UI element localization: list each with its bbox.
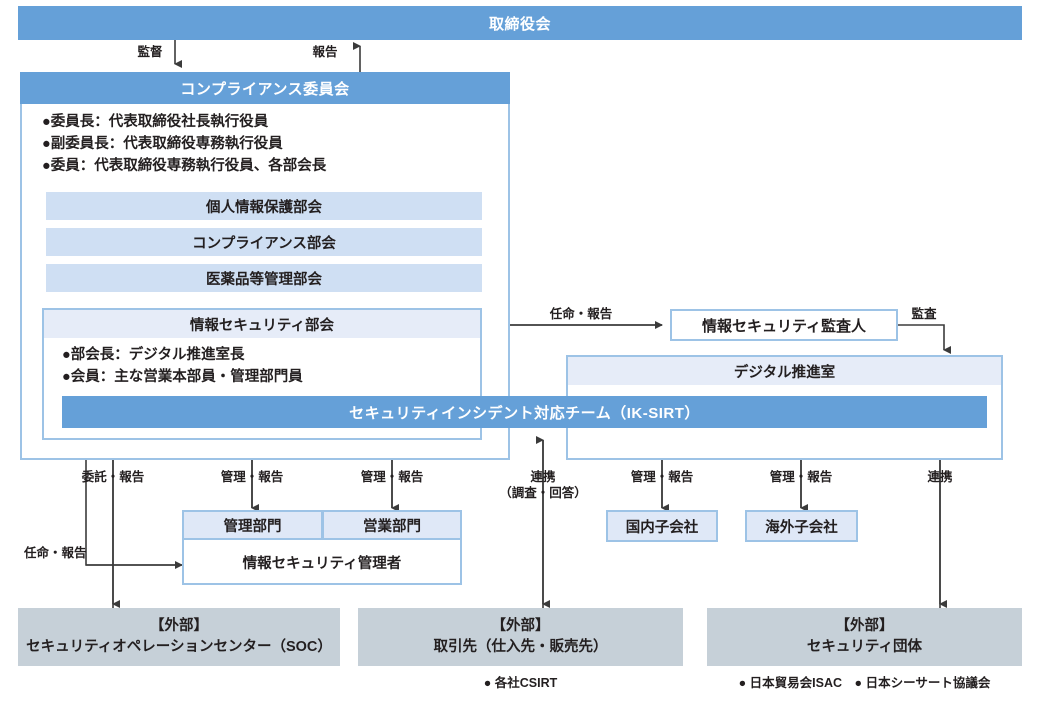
infosec-subcommittee-header: 情報セキュリティ部会 [44, 310, 480, 338]
infosec-manager-label: 情報セキュリティ管理者 [242, 556, 402, 572]
edge-label-appoint-report-2: 任命・報告 [24, 546, 87, 560]
compliance-committee-members: ●委員長：代表取締役社長執行役員 ●副委員長：代表取締役専務執行役員 ●委員：代… [42, 112, 482, 177]
infosec-members: ●部会長：デジタル推進室長 ●会員：主な営業本部員・管理部門員 [62, 345, 472, 389]
edge-label-report: 報告 [312, 45, 338, 59]
infosec-auditor-box: 情報セキュリティ監査人 [670, 309, 898, 341]
external-security-org-note: ● 日本貿易会ISAC ● 日本シーサート協議会 [738, 676, 991, 690]
department-admin-box: 管理部門 [182, 510, 323, 540]
subcommittee-compliance: コンプライアンス部会 [46, 228, 482, 256]
digital-office-header: デジタル推進室 [568, 357, 1001, 385]
subsidiary-overseas-box: 海外子会社 [745, 510, 858, 542]
cooperate-line-1: 連携 [530, 470, 556, 484]
department-sales-box: 営業部門 [322, 510, 462, 540]
edge-label-audit: 監査 [911, 307, 937, 321]
external-soc-box: 【外部】 セキュリティオペレーションセンター（SOC） [18, 608, 340, 666]
edge-label-cooperate: 連携 [927, 470, 953, 484]
board-of-directors-box: 取締役会 [18, 6, 1022, 40]
edge-label-manage-report-2: 管理・報告 [360, 470, 424, 484]
external-partner-note: ● 各社CSIRT [483, 676, 558, 690]
external-partner-box: 【外部】 取引先（仕入先・販売先） [358, 608, 683, 666]
edge-label-cooperate-investigate: 連携 （調査・回答） [493, 470, 593, 501]
external-soc-name: セキュリティオペレーションセンター（SOC） [26, 639, 332, 655]
infosec-member-line-1: ●部会長：デジタル推進室長 [62, 347, 245, 363]
edge-label-manage-report-3: 管理・報告 [630, 470, 694, 484]
edge-label-manage-report-4: 管理・報告 [769, 470, 833, 484]
member-line-3: ●委員：代表取締役専務執行役員、各部会長 [42, 157, 327, 174]
external-partner-tag: 【外部】 [491, 617, 550, 634]
member-line-2: ●副委員長：代表取締役専務執行役員 [42, 135, 283, 152]
subsidiary-domestic-box: 国内子会社 [606, 510, 718, 542]
cooperate-line-2: （調査・回答） [499, 485, 587, 500]
external-soc-tag: 【外部】 [150, 617, 208, 634]
edge-label-supervise: 監督 [137, 45, 163, 59]
ik-sirt-bar: セキュリティインシデント対応チーム（IK-SIRT） [62, 396, 987, 428]
edge-label-manage-report-1: 管理・報告 [220, 470, 284, 484]
external-security-org-box: 【外部】 セキュリティ団体 [707, 608, 1022, 666]
external-security-org-name: セキュリティ団体 [806, 639, 923, 655]
external-security-org-tag: 【外部】 [835, 617, 894, 634]
edge-label-appoint-report: 任命・報告 [549, 307, 613, 321]
infosec-member-line-2: ●会員：主な営業本部員・管理部門員 [62, 368, 303, 385]
subcommittee-privacy: 個人情報保護部会 [46, 192, 482, 220]
subcommittee-pharma: 医薬品等管理部会 [46, 264, 482, 292]
compliance-committee-header: コンプライアンス委員会 [20, 72, 510, 104]
edge-label-entrust-report: 委託・報告 [81, 470, 145, 484]
member-line-1: ●委員長：代表取締役社長執行役員 [42, 114, 269, 130]
external-partner-name: 取引先（仕入先・販売先） [433, 639, 608, 655]
